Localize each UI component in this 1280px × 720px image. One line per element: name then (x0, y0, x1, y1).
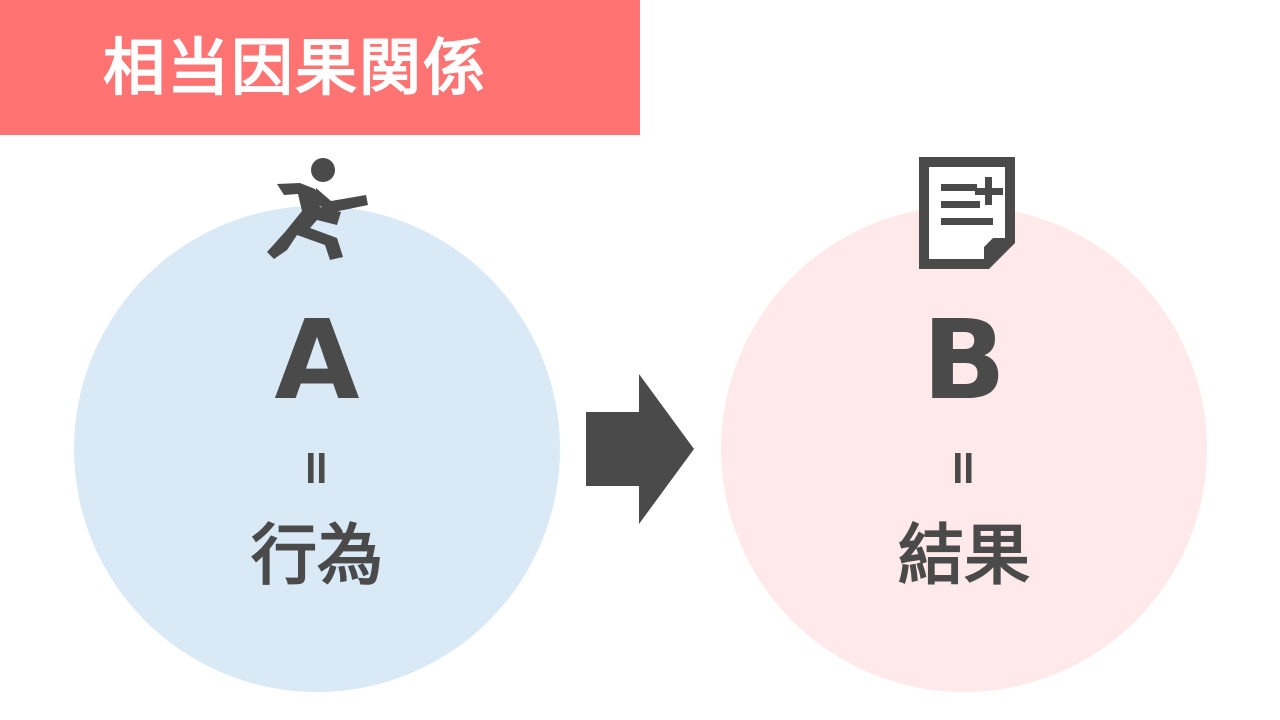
document-icon (919, 157, 1015, 269)
page-title: 相当因果関係 (103, 30, 488, 104)
right-arrow-icon (586, 374, 694, 524)
title-banner: 相当因果関係 (0, 0, 640, 135)
circle-result (721, 206, 1207, 692)
circle-act (74, 206, 560, 692)
node-label-act: 行為 (251, 517, 383, 594)
running-person-icon (267, 158, 368, 260)
node-label-result: 結果 (898, 517, 1030, 594)
node-letter-b: B (922, 296, 1006, 424)
node-letter-a: A (274, 296, 360, 424)
